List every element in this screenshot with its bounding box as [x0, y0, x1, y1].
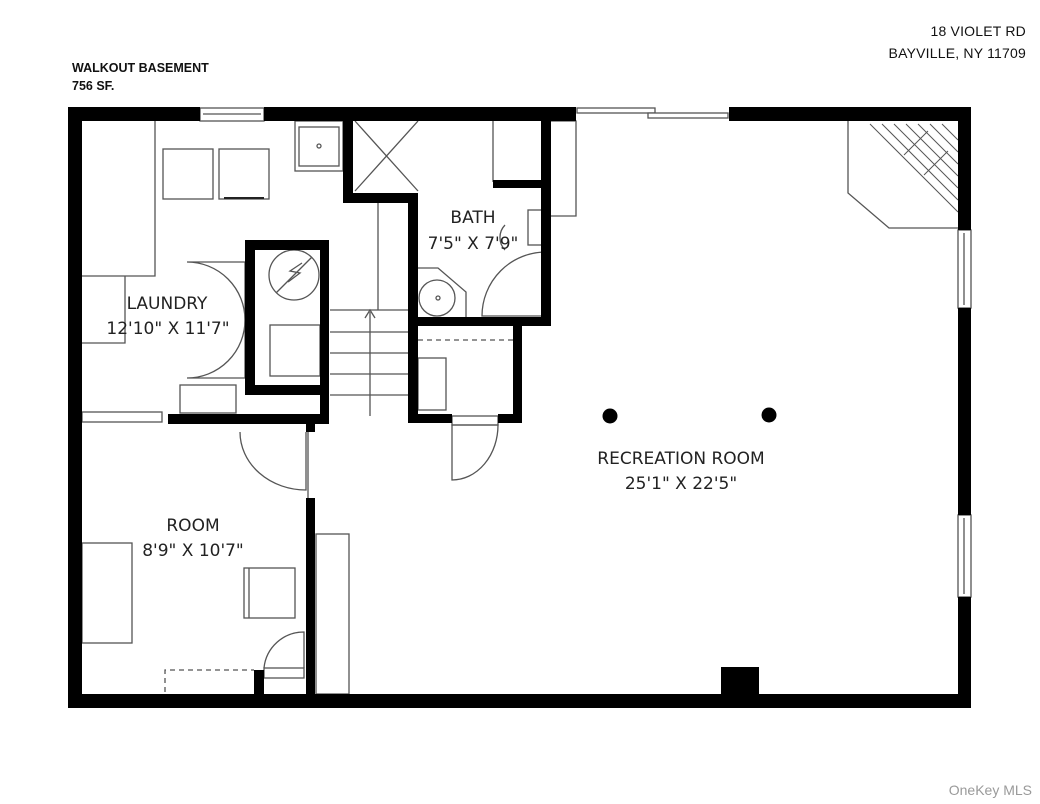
- address-line-1: 18 VIOLET RD: [930, 23, 1026, 39]
- watermark: OneKey MLS: [948, 782, 1032, 798]
- floor-info: WALKOUT BASEMENT 756 SF.: [72, 59, 209, 95]
- floor-area: 756 SF.: [72, 79, 115, 93]
- room-name-room: ROOM: [166, 516, 219, 536]
- room-name-recreation: RECREATION ROOM: [597, 449, 764, 469]
- room-name-bath: BATH: [450, 208, 495, 228]
- property-address: 18 VIOLET RD BAYVILLE, NY 11709: [889, 20, 1026, 64]
- room-labels: LAUNDRY 12'10" X 11'7" BATH 7'5" X 7'9" …: [106, 208, 764, 561]
- room-dim-laundry: 12'10" X 11'7": [106, 319, 229, 339]
- room-dim-recreation: 25'1" X 22'5": [625, 474, 737, 494]
- room-dim-bath: 7'5" X 7'9": [428, 234, 519, 254]
- walls: [68, 107, 971, 708]
- address-line-2: BAYVILLE, NY 11709: [888, 45, 1026, 61]
- room-dim-room: 8'9" X 10'7": [142, 541, 244, 561]
- floor-name: WALKOUT BASEMENT: [72, 61, 209, 75]
- room-name-laundry: LAUNDRY: [127, 294, 208, 314]
- fixtures: [81, 107, 972, 695]
